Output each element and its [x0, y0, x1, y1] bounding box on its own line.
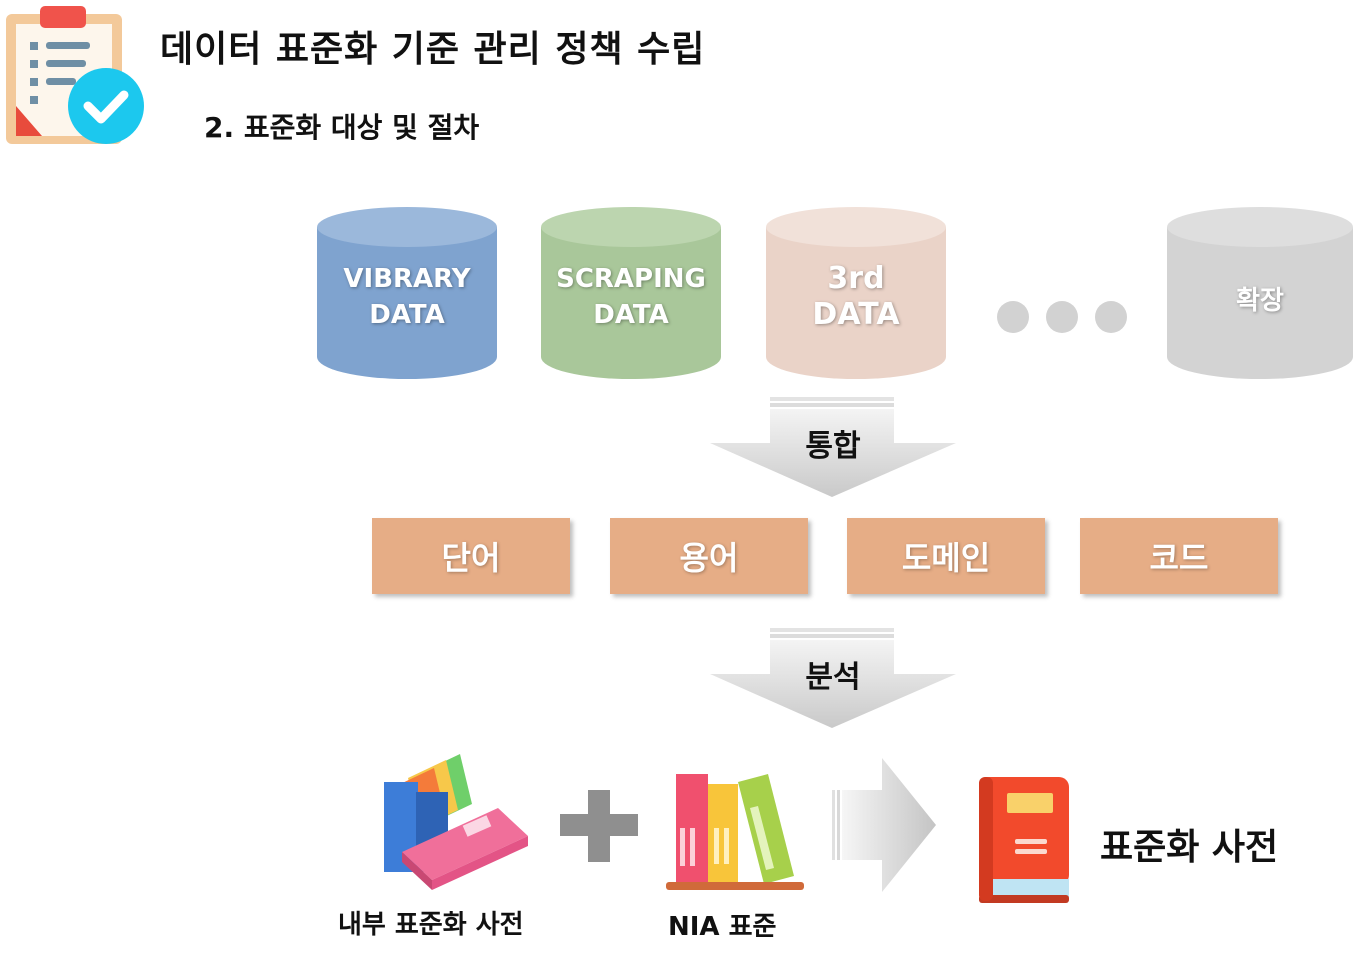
page-title: 데이터 표준화 기준 관리 정책 수립	[160, 29, 706, 70]
nia-standard-label: NIA 표준	[668, 912, 777, 942]
analyze-arrow: 분석	[708, 626, 958, 731]
analyze-label: 분석	[805, 660, 861, 695]
section-subtitle: 2. 표준화 대상 및 절차	[204, 111, 480, 144]
ellipsis-dot	[1095, 301, 1127, 333]
source-cylinder-extension: 확장	[1166, 205, 1354, 380]
integrate-arrow: 통합	[708, 395, 958, 500]
category-domain: 도메인	[847, 518, 1045, 594]
books-stack-icon	[380, 752, 532, 892]
category-code: 코드	[1080, 518, 1278, 594]
dictionary-book-icon	[975, 775, 1073, 905]
ellipsis-dot	[997, 301, 1029, 333]
clipboard-check-icon	[2, 2, 152, 152]
ellipsis-dot	[1046, 301, 1078, 333]
integrate-label: 통합	[805, 429, 861, 464]
category-word: 단어	[372, 518, 570, 594]
internal-dict-label: 내부 표준화 사전	[338, 910, 524, 940]
result-arrow	[830, 756, 938, 894]
result-dict-label: 표준화 사전	[1100, 827, 1279, 868]
nia-books-icon	[662, 768, 808, 894]
category-term: 용어	[610, 518, 808, 594]
plus-icon	[560, 790, 638, 862]
